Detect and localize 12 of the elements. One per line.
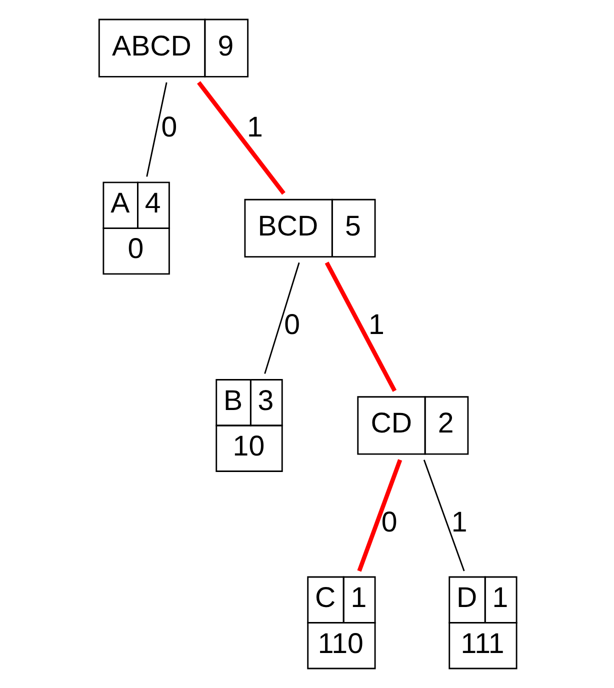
edge-label: 1 xyxy=(450,506,467,538)
connector xyxy=(356,459,402,572)
edge-label: 0 xyxy=(284,308,300,341)
connector xyxy=(324,262,396,392)
edge-label: 0 xyxy=(380,506,397,538)
connector xyxy=(196,81,285,195)
edge-label: 1 xyxy=(246,112,262,144)
edge-label: 1 xyxy=(368,308,384,341)
edge-label: 0 xyxy=(160,112,177,144)
connector xyxy=(422,460,464,572)
connector xyxy=(146,82,167,177)
connector xyxy=(264,262,300,374)
